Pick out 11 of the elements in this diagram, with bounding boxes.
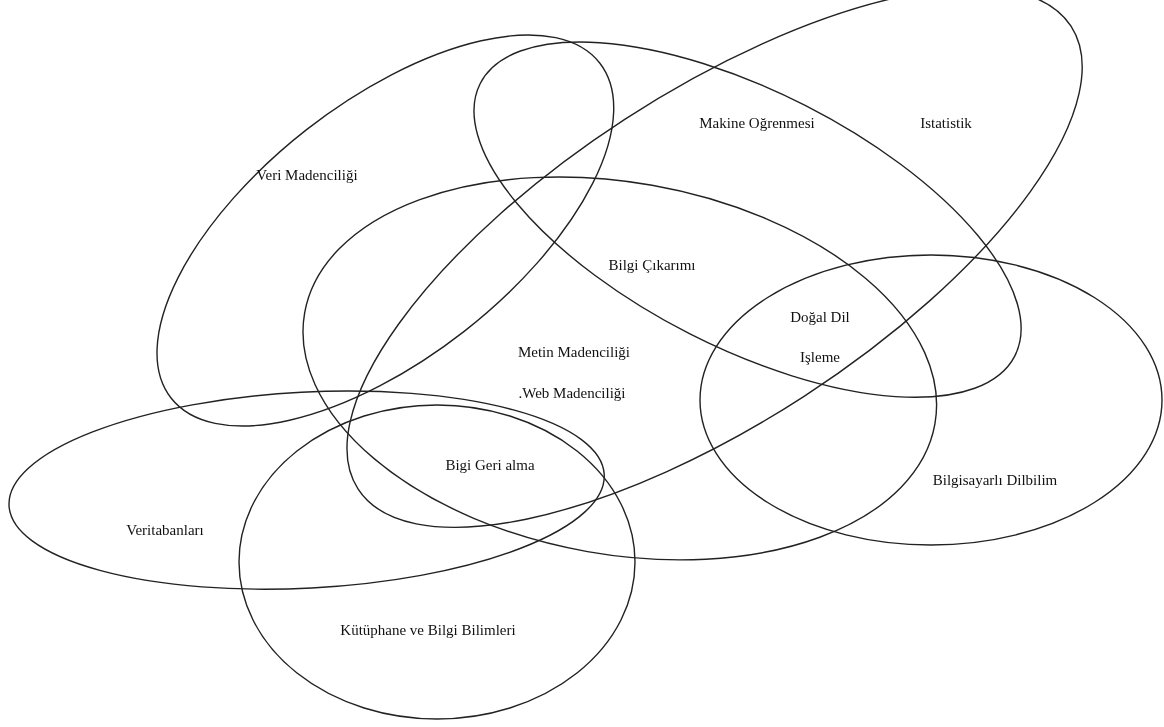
set-label: Metin Madenciliği: [516, 343, 631, 362]
set-label: Istatistik: [919, 114, 973, 133]
overlap-label: Bilgi Çıkarımı: [607, 256, 697, 275]
overlap-label: .Web Madenciliği: [517, 384, 627, 403]
set-label: Bilgisayarlı Dilbilim: [931, 471, 1059, 490]
set-label: Veritabanları: [125, 521, 205, 540]
overlap-label: Doğal Dil Işleme: [789, 308, 851, 367]
overlap-label: Bigi Geri alma: [444, 456, 536, 475]
set-label: Kütüphane ve Bilgi Bilimleri: [339, 621, 517, 640]
set-label: Makine Oğrenmesi: [698, 114, 816, 133]
set-label: Veri Madenciliği: [255, 166, 359, 185]
